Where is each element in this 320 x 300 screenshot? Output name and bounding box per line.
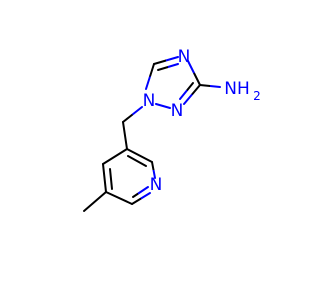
amine-group: NH 2 bbox=[224, 79, 261, 103]
bond-methyl bbox=[83, 191, 107, 212]
atom-labels: N N N N NH 2 bbox=[143, 47, 261, 195]
bond-n2-n1 bbox=[155, 103, 171, 109]
bond-py-c4-c5 bbox=[102, 163, 107, 193]
bond-c3-n2-double bbox=[179, 82, 194, 100]
triazole-ring bbox=[145, 56, 201, 109]
atom-n-triazole-top: N bbox=[178, 47, 191, 67]
bond-c5-n4-double bbox=[157, 63, 179, 71]
bond-py-c2-c3-double bbox=[127, 155, 147, 167]
bond-py-n-c2 bbox=[151, 161, 156, 179]
pyridine-ring bbox=[102, 148, 156, 205]
molecule-diagram: N N N N NH 2 bbox=[83, 47, 261, 212]
atom-n-pyridine: N bbox=[150, 175, 163, 195]
atom-n-triazole-1: N bbox=[143, 91, 156, 111]
atom-amine: NH bbox=[224, 79, 250, 99]
bond-c3-n2 bbox=[183, 84, 201, 105]
bond-py-c6-n-double bbox=[132, 186, 149, 198]
bond-py-c6-n bbox=[131, 192, 151, 205]
bond-c3-amine bbox=[199, 84, 221, 88]
atom-n-triazole-2: N bbox=[171, 101, 184, 121]
bond-py-c4-c5-double bbox=[109, 168, 113, 190]
bond-n1-c5 bbox=[145, 63, 155, 90]
atom-amine-subscript: 2 bbox=[253, 89, 261, 103]
bond-py-c3-c4 bbox=[102, 148, 128, 165]
bond-c5-n4 bbox=[153, 56, 179, 65]
bond-py-c2-c3 bbox=[126, 148, 153, 163]
bond-n4-c3 bbox=[187, 60, 201, 86]
bond-ch2-ring bbox=[122, 121, 128, 150]
bond-n1-ch2 bbox=[122, 106, 143, 123]
bond-py-c5-c6 bbox=[105, 191, 133, 205]
